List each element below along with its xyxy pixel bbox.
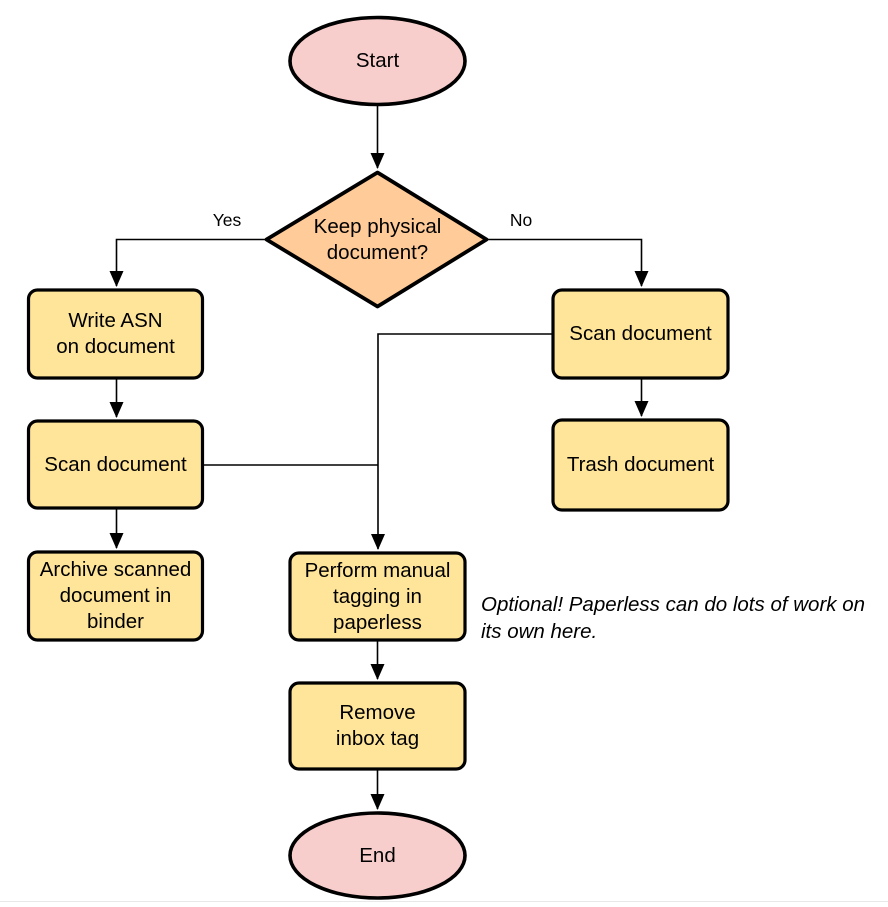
edge-scan-right-to-perform-tagging [371, 333, 553, 550]
start-ellipse [288, 15, 467, 107]
scan-document-left-box [26, 419, 205, 510]
write-asn-box [26, 288, 205, 380]
end-ellipse [288, 811, 467, 900]
bottom-divider [0, 901, 888, 902]
trash-document-box [551, 418, 730, 512]
scan-document-right-box [551, 288, 730, 380]
edge-yes-decision-to-write-asn [109, 238, 266, 287]
edge-no-decision-to-scan-right [486, 238, 649, 287]
decision-diamond [264, 170, 489, 309]
archive-box [26, 550, 205, 642]
perform-tagging-box [288, 551, 467, 642]
remove-inbox-tag-box [288, 681, 467, 771]
